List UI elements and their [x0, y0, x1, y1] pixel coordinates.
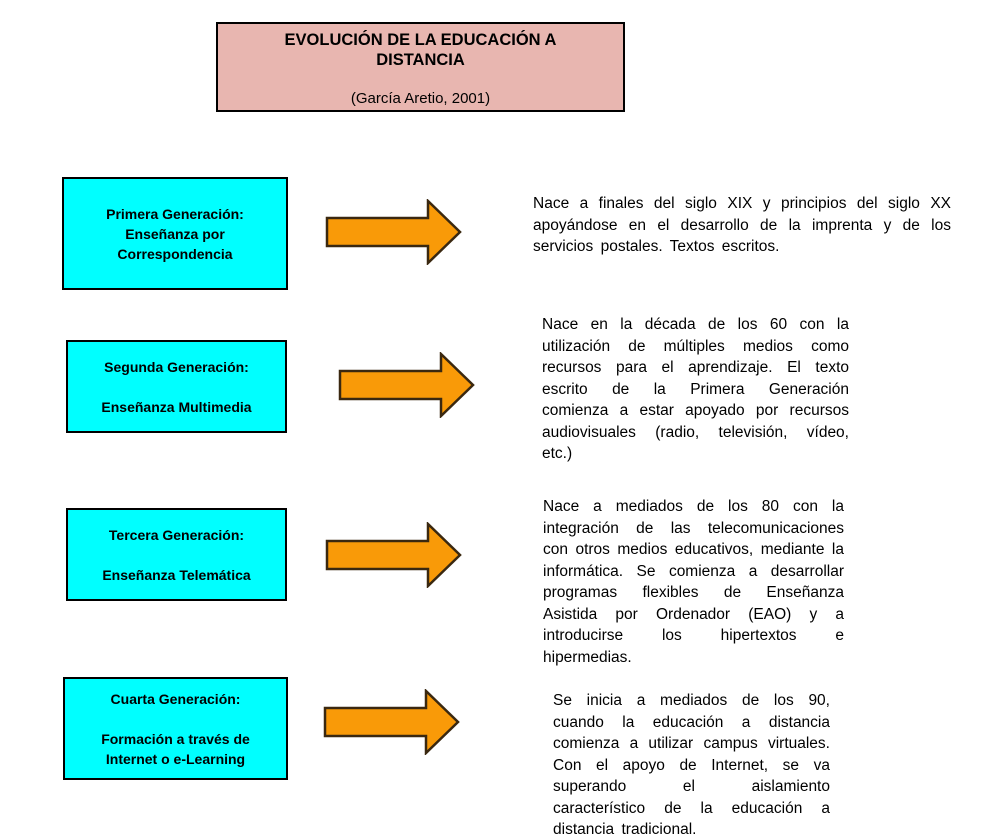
title-box: EVOLUCIÓN DE LA EDUCACIÓN A DISTANCIA (G…	[216, 22, 625, 112]
generation-box-cuarta: Cuarta Generación: Formación a través de…	[63, 677, 288, 780]
generation-description: Se inicia a mediados de los 90, cuando l…	[553, 692, 830, 838]
generation-box-label: Primera Generación: Enseñanza por Corres…	[106, 205, 244, 262]
diagram-citation: (García Aretio, 2001)	[350, 90, 491, 107]
right-arrow-icon	[325, 522, 462, 588]
generation-box-tercera: Tercera Generación: Enseñanza Telemática	[66, 508, 287, 601]
right-arrow-icon	[323, 689, 460, 755]
generation-description: Nace a finales del siglo XIX y principio…	[533, 195, 951, 255]
generation-box-primera: Primera Generación: Enseñanza por Corres…	[62, 177, 288, 290]
generation-box-label: Cuarta Generación: Formación a través de…	[101, 690, 250, 767]
generation-description: Nace a mediados de los 80 con la integra…	[543, 498, 844, 666]
right-arrow-icon	[325, 199, 462, 265]
diagram-title: EVOLUCIÓN DE LA EDUCACIÓN A DISTANCIA	[284, 31, 557, 69]
generation-description: Nace en la década de los 60 con la utili…	[542, 316, 849, 462]
generation-box-label: Segunda Generación: Enseñanza Multimedia	[101, 358, 252, 415]
right-arrow-icon	[338, 352, 475, 418]
generation-box-label: Tercera Generación: Enseñanza Telemática	[102, 526, 251, 583]
generation-box-segunda: Segunda Generación: Enseñanza Multimedia	[66, 340, 287, 433]
